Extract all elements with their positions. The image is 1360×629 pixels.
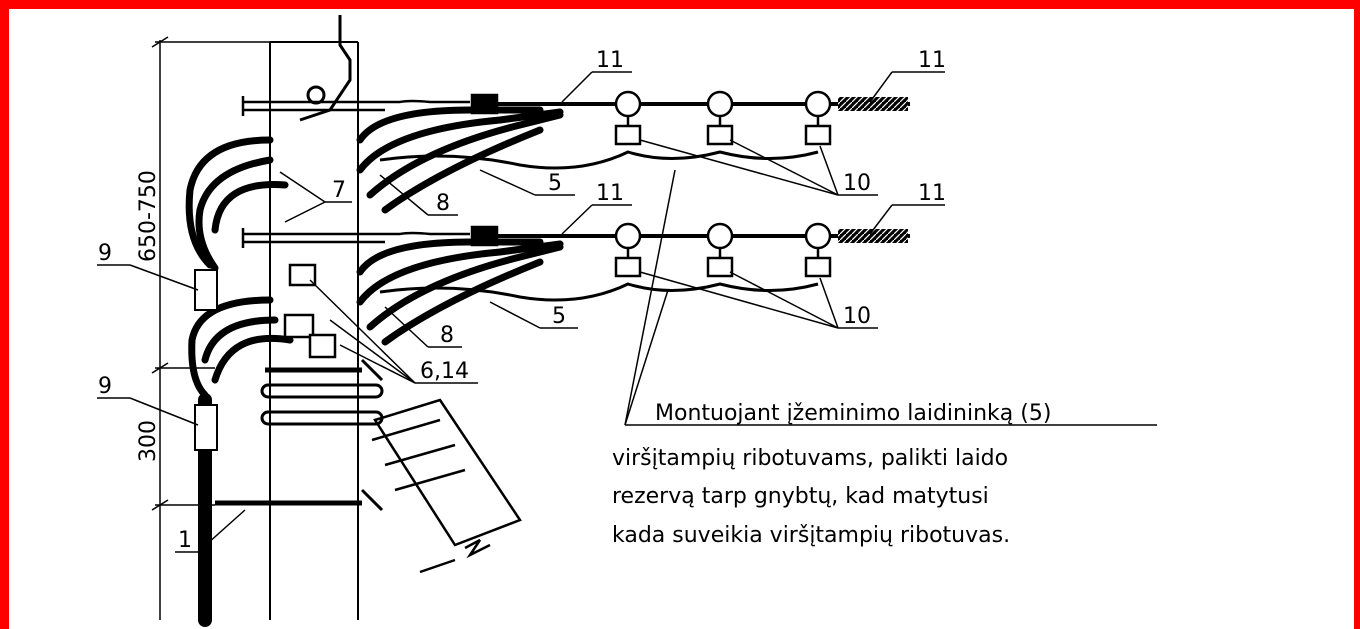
callout-1: 1 (178, 528, 192, 553)
arresters-upper (614, 90, 908, 146)
callout-9-b: 9 (98, 374, 112, 399)
callout-9-a: 9 (98, 241, 112, 266)
cable-bundles (185, 106, 564, 627)
dimension-lines (151, 36, 270, 620)
callout-10-b: 10 (843, 304, 871, 329)
callout-11-c: 11 (596, 181, 624, 206)
callout-8-a: 8 (436, 191, 450, 216)
leader-lines (97, 71, 1157, 553)
lower-bracket (283, 263, 522, 574)
note-line-1: Montuojant įžeminimo laidininką (5) (655, 401, 1051, 426)
callout-10-a: 10 (843, 171, 871, 196)
note-line-4: kada suveikia viršįtampių ribotuvas. (612, 523, 1010, 548)
callout-11-b: 11 (918, 48, 946, 73)
callout-5-b: 5 (552, 304, 566, 329)
note-line-3: rezervą tarp gnybtų, kad matytusi (612, 484, 989, 509)
callout-8-b: 8 (440, 323, 454, 348)
callout-11-d: 11 (918, 181, 946, 206)
callout-5-a: 5 (548, 171, 562, 196)
sleeves (194, 269, 218, 451)
arresters-lower (614, 222, 908, 278)
callout-7: 7 (332, 178, 346, 203)
callout-6-14: 6,14 (420, 359, 469, 384)
installation-note: Montuojant įžeminimo laidininką (5) virš… (612, 401, 1051, 548)
callout-11-a: 11 (596, 48, 624, 73)
dim-upper: 650-750 (136, 170, 161, 262)
note-line-2: viršįtampių ribotuvams, palikti laido (612, 446, 1008, 471)
dim-lower: 300 (136, 420, 161, 462)
